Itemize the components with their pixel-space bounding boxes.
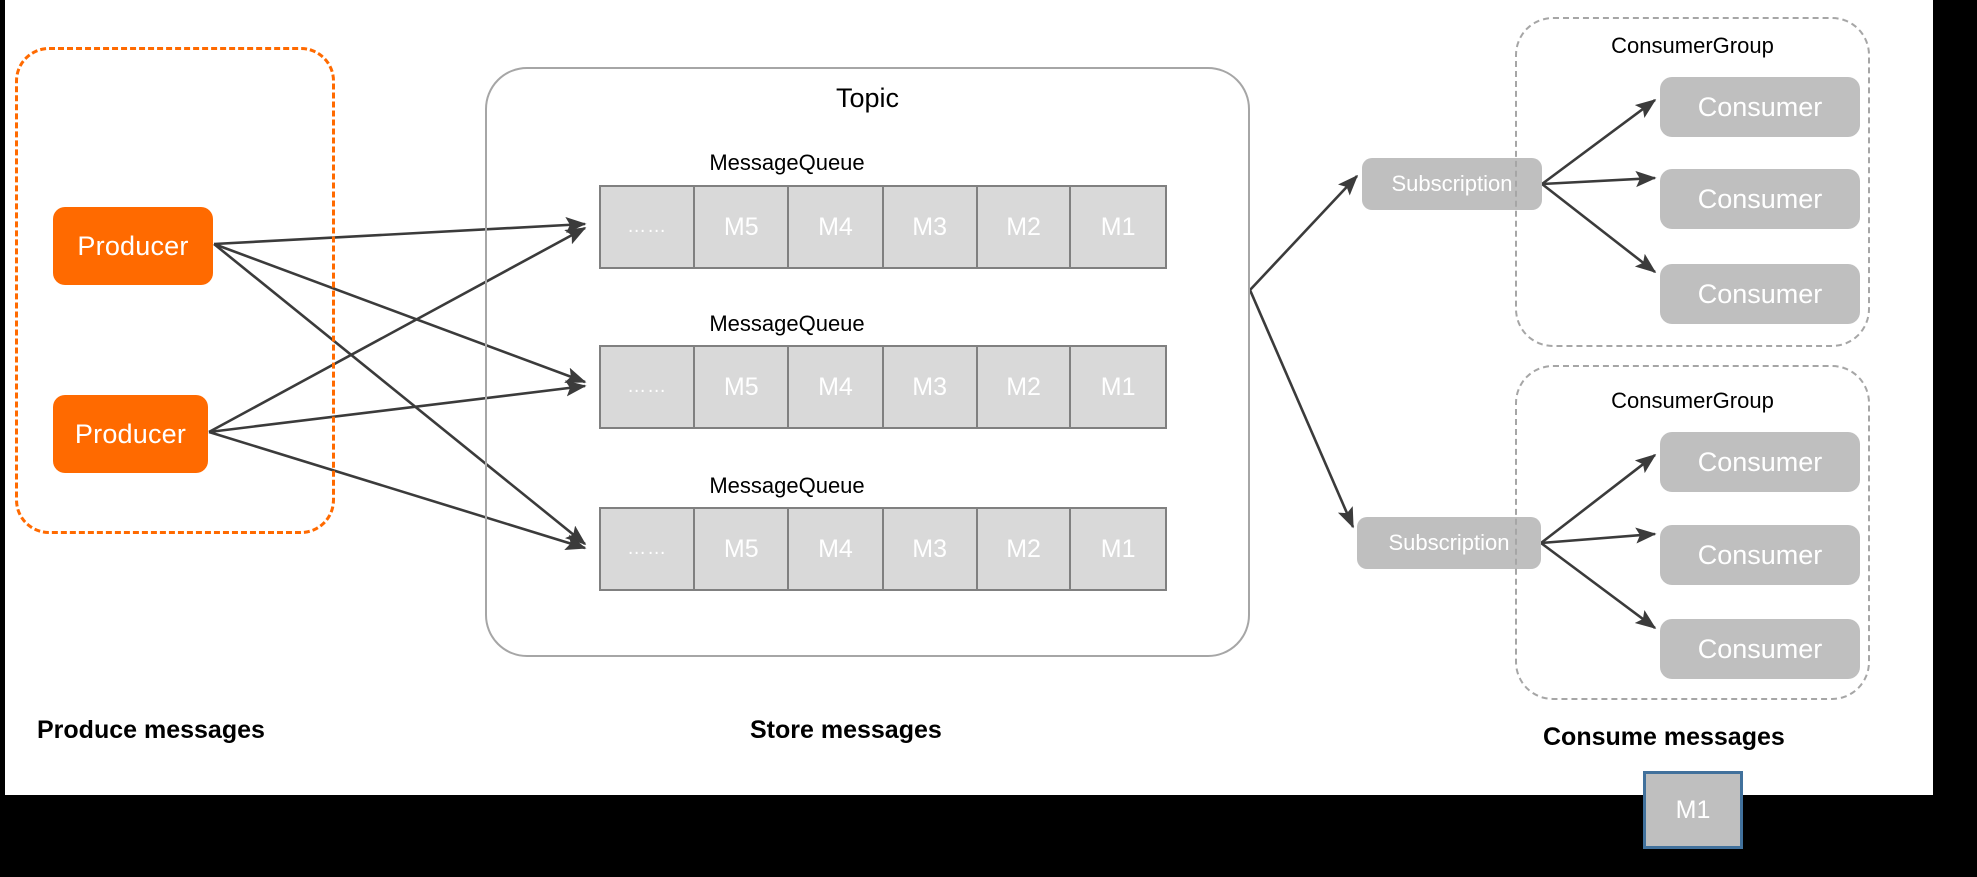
message-queue-label-3: MessageQueue <box>709 473 865 498</box>
highlighted-message-tile[interactable]: M1 <box>1643 771 1743 849</box>
highlighted-message-label: M1 <box>1675 795 1711 824</box>
producer-label: Producer <box>77 230 189 261</box>
consumer-group-title-1: ConsumerGroup <box>1611 33 1774 58</box>
message-cell[interactable]: M1 <box>1100 372 1136 401</box>
consumer-node-2-3[interactable]: Consumer <box>1660 619 1860 679</box>
caption-consume-messages: Consume messages <box>1543 723 1785 751</box>
message-cell[interactable]: M1 <box>1100 212 1136 241</box>
message-cell[interactable]: M5 <box>695 347 790 427</box>
subscription-label: Subscription <box>1391 171 1513 196</box>
message-cell[interactable]: M5 <box>695 187 790 267</box>
consumer-label: Consumer <box>1697 278 1823 309</box>
producer-group-boundary <box>15 47 335 534</box>
consumer-group-boundary-1 <box>1515 17 1870 347</box>
message-cell[interactable]: …… <box>601 187 696 267</box>
producer-label: Producer <box>74 418 187 449</box>
topic-boundary <box>485 67 1250 657</box>
message-queue-label-1: MessageQueue <box>709 150 865 175</box>
consumer-node-1-1[interactable]: Consumer <box>1660 77 1860 137</box>
message-cell[interactable]: M4 <box>789 187 884 267</box>
consumer-node-2-1[interactable]: Consumer <box>1660 432 1860 492</box>
topic-title: Topic <box>835 83 900 113</box>
diagram-canvas: Producer Producer Topic MessageQueue …… … <box>5 0 1933 795</box>
message-queue-row-3: …… M5 M4 M3 M2 M1 <box>599 507 1167 591</box>
consumer-group-boundary-2 <box>1515 365 1870 700</box>
message-cell[interactable]: M5 <box>695 509 790 589</box>
message-cell[interactable]: M3 <box>884 347 978 427</box>
message-cell[interactable]: M2 <box>978 187 1072 267</box>
message-cell[interactable]: M2 <box>978 509 1072 589</box>
caption-produce-messages: Produce messages <box>37 716 265 744</box>
consumer-label: Consumer <box>1697 539 1823 570</box>
message-cell[interactable]: M4 <box>789 347 884 427</box>
message-cell[interactable]: M3 <box>884 509 978 589</box>
message-queue-row-1: …… M5 M4 M3 M2 M1 <box>599 185 1167 269</box>
consumer-label: Consumer <box>1697 183 1823 214</box>
message-cell[interactable]: M1 <box>1100 534 1136 563</box>
message-queue-label-2: MessageQueue <box>709 311 865 336</box>
subscription-label: Subscription <box>1388 530 1510 555</box>
producer-node-2[interactable]: Producer <box>53 395 208 473</box>
consumer-label: Consumer <box>1697 91 1823 122</box>
message-cell[interactable]: …… <box>601 347 696 427</box>
consumer-label: Consumer <box>1697 633 1823 664</box>
message-queue-row-2: …… M5 M4 M3 M2 M1 <box>599 345 1167 429</box>
consumer-label: Consumer <box>1697 446 1823 477</box>
message-cell[interactable]: M2 <box>978 347 1072 427</box>
caption-store-messages: Store messages <box>750 716 942 744</box>
consumer-node-1-2[interactable]: Consumer <box>1660 169 1860 229</box>
message-cell[interactable]: M3 <box>884 187 978 267</box>
subscription-node-1[interactable]: Subscription <box>1362 158 1542 210</box>
subscription-node-2[interactable]: Subscription <box>1357 517 1541 569</box>
consumer-node-1-3[interactable]: Consumer <box>1660 264 1860 324</box>
producer-node-1[interactable]: Producer <box>53 207 213 285</box>
consumer-group-title-2: ConsumerGroup <box>1611 388 1774 413</box>
consumer-node-2-2[interactable]: Consumer <box>1660 525 1860 585</box>
message-cell[interactable]: …… <box>601 509 696 589</box>
message-cell[interactable]: M4 <box>789 509 884 589</box>
